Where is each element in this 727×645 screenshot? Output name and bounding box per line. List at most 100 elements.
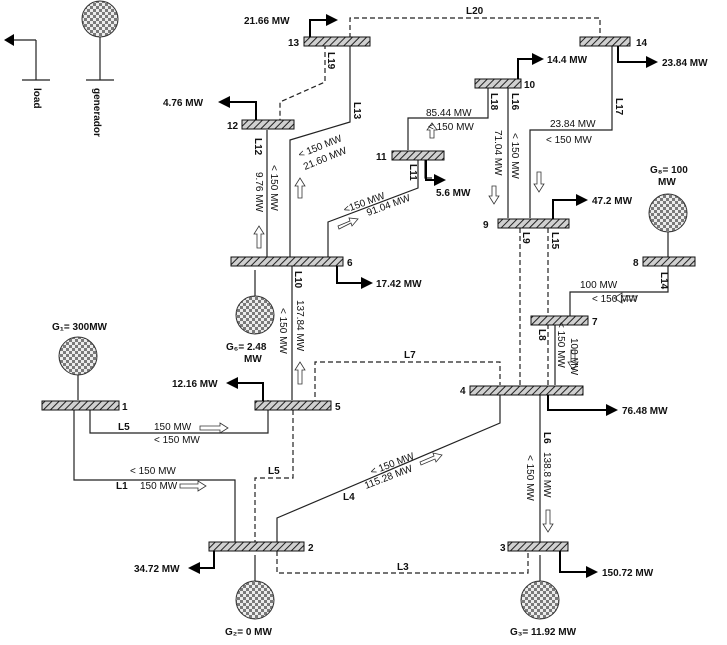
load-symbol-icon (4, 34, 50, 81)
line-L5-dashed (254, 410, 294, 545)
load-arrow-b4-icon (547, 395, 618, 416)
line-label-L7: L7 (404, 350, 416, 361)
line-label-L8: L8 (536, 329, 547, 341)
generator-label-g8: G₈= 100 (650, 165, 688, 176)
line-L17 (529, 45, 613, 218)
load-arrow-b10-icon (517, 53, 544, 79)
flow-arrow-l17-icon (533, 171, 545, 193)
line-label-L9: L9 (520, 232, 531, 244)
line-label-L20: L20 (466, 6, 484, 17)
bus-label-6: 6 (347, 258, 353, 269)
line-L20 (349, 17, 601, 38)
load-label-b2: 34.72 MW (134, 564, 180, 575)
bus-1 (41, 400, 120, 411)
line-label-L17: L17 (613, 98, 624, 116)
line-label-L1: L1 (116, 481, 128, 492)
flow-l5-limit: < 150 MW (154, 435, 200, 446)
flow-arrow-l1-icon (179, 480, 207, 492)
bus-labels: 1 2 3 4 5 6 7 8 9 10 11 12 13 14 (122, 38, 648, 554)
generator-g1-icon (58, 336, 98, 376)
flow-l17-flow: 23.84 MW (550, 119, 596, 130)
bus-7 (530, 315, 589, 326)
bus-10 (474, 78, 522, 89)
bus-12 (241, 119, 295, 130)
generator-label-g6-unit: MW (244, 354, 262, 365)
dashed-lines (254, 17, 601, 574)
load-arrow-b9-icon (552, 194, 588, 219)
flow-l10-flow: 137.84 MW (294, 300, 305, 352)
flow-l12-flow: 9.76 MW (253, 172, 264, 213)
flow-l18-limit: < 150 MW (428, 122, 474, 133)
bus-label-2: 2 (308, 543, 314, 554)
generator-connections (77, 232, 669, 582)
line-label-L6: L6 (541, 432, 552, 444)
legend-generator-label: generador (91, 88, 102, 137)
load-label-b6: 17.42 MW (376, 279, 422, 290)
bus-label-12: 12 (227, 121, 239, 132)
generator-g3-icon (520, 580, 560, 620)
line-L19 (279, 44, 326, 120)
load-label-b10: 14.4 MW (547, 55, 588, 66)
generator-label-g2: G₂= 0 MW (225, 627, 273, 638)
flow-l14-limit: < 150 MW (592, 294, 638, 305)
bus-9 (497, 218, 570, 229)
flow-l16-flow: 71.04 MW (492, 130, 503, 176)
load-label-b5: 12.16 MW (172, 379, 218, 390)
flow-l6-limit: < 150 MW (524, 455, 535, 501)
load-arrow-b12-icon (218, 96, 257, 120)
generator-labels: G₁= 300MW G₂= 0 MW G₃= 11.92 MW G₆= 2.48… (52, 165, 688, 638)
line-L7 (314, 361, 501, 405)
flow-l10-limit: < 150 MW (277, 308, 288, 354)
legend: load generador (4, 0, 119, 137)
flow-l5-flow: 150 MW (154, 422, 192, 433)
bus-label-14: 14 (636, 38, 648, 49)
load-labels: 34.72 MW 150.72 MW 76.48 MW 12.16 MW 17.… (134, 16, 708, 579)
load-arrow-b3-icon (559, 551, 598, 578)
bus-label-10: 10 (524, 80, 536, 91)
line-L13 (289, 44, 351, 262)
line-label-L5: L5 (118, 422, 130, 433)
line-label-L19: L19 (325, 52, 336, 70)
load-arrow-b5-icon (226, 377, 264, 401)
bus-11 (391, 150, 445, 161)
flow-l14-flow: 100 MW (580, 280, 618, 291)
flow-arrow-l16-icon (488, 185, 500, 205)
flow-l18-flow: 85.44 MW (426, 108, 472, 119)
bus-label-1: 1 (122, 402, 128, 413)
generator-label-g1: G₁= 300MW (52, 322, 108, 333)
generator-label-g6: G₆= 2.48 (226, 342, 267, 353)
bus-8 (642, 256, 696, 267)
bus-label-3: 3 (500, 543, 506, 554)
load-arrow-b14-icon (617, 46, 658, 68)
load-label-b14: 23.84 MW (662, 58, 708, 69)
line-label-L16: L16 (509, 93, 520, 111)
line-L14 (569, 265, 669, 320)
generator-label-g8-unit: MW (658, 177, 676, 188)
load-label-b12: 4.76 MW (163, 98, 204, 109)
load-arrows (188, 14, 658, 578)
bus-label-11: 11 (376, 152, 387, 163)
line-L1 (73, 410, 236, 545)
flow-arrow-l10-icon (294, 361, 306, 385)
load-label-b4: 76.48 MW (622, 406, 668, 417)
buses (41, 36, 696, 552)
bus-label-8: 8 (633, 258, 639, 269)
flow-l1-flow: 150 MW (140, 481, 178, 492)
flow-arrow-l12-icon (253, 225, 265, 249)
line-label-L11: L11 (407, 164, 418, 181)
flow-l16-limit: < 150 MW (509, 133, 520, 179)
flow-arrow-l8-icon (567, 349, 579, 371)
generator-g6-icon (235, 295, 275, 335)
flow-arrow-l5-icon (199, 422, 229, 434)
flow-arrow-l4-icon (419, 452, 443, 466)
bus-label-5: 5 (335, 402, 341, 413)
bus-14 (579, 36, 631, 47)
legend-load-label: load (31, 88, 42, 109)
line-L18 (407, 88, 489, 150)
line-L5 (89, 410, 269, 434)
flow-l17-limit: < 150 MW (546, 135, 592, 146)
bus-label-13: 13 (288, 38, 300, 49)
load-arrow-b11-icon (425, 160, 446, 186)
solid-lines (73, 44, 669, 545)
line-label-L15: L15 (549, 232, 560, 250)
